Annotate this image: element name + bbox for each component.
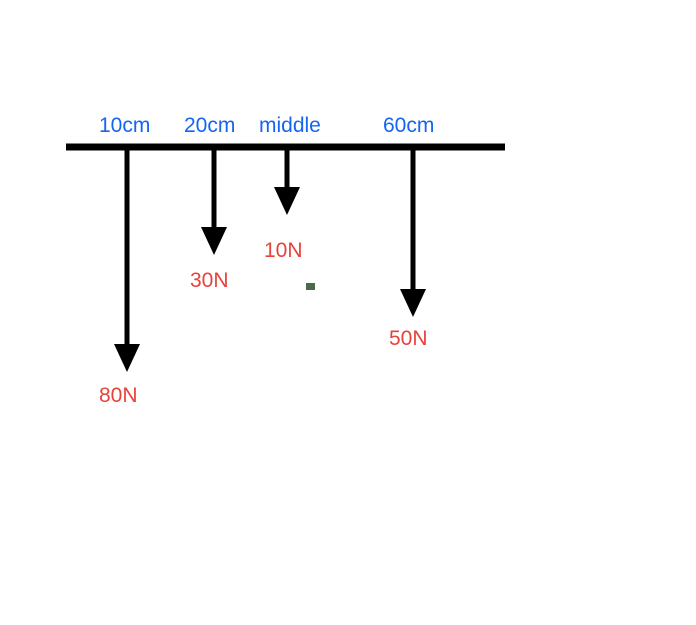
force-label-50N: 50N bbox=[389, 327, 428, 350]
green-marker-icon bbox=[306, 283, 315, 290]
force-50N-arrowhead-icon bbox=[400, 289, 426, 317]
force-30N-shaft bbox=[211, 150, 217, 231]
force-30N bbox=[201, 150, 227, 255]
force-50N-shaft bbox=[410, 150, 416, 293]
distance-label-10cm: 10cm bbox=[99, 114, 151, 137]
force-80N-shaft bbox=[124, 150, 130, 348]
force-10N-shaft bbox=[284, 150, 290, 191]
distance-label-middle: middle bbox=[259, 114, 321, 137]
force-50N bbox=[400, 150, 426, 317]
force-80N bbox=[114, 150, 140, 372]
distance-label-20cm: 20cm bbox=[184, 114, 236, 137]
force-label-80N: 80N bbox=[99, 384, 138, 407]
force-80N-arrowhead-icon bbox=[114, 344, 140, 372]
force-label-30N: 30N bbox=[190, 269, 229, 292]
force-30N-arrowhead-icon bbox=[201, 227, 227, 255]
force-10N bbox=[274, 150, 300, 215]
force-label-10N: 10N bbox=[264, 239, 303, 262]
horizontal-beam bbox=[66, 143, 505, 151]
force-10N-arrowhead-icon bbox=[274, 187, 300, 215]
distance-label-60cm: 60cm bbox=[383, 114, 435, 137]
